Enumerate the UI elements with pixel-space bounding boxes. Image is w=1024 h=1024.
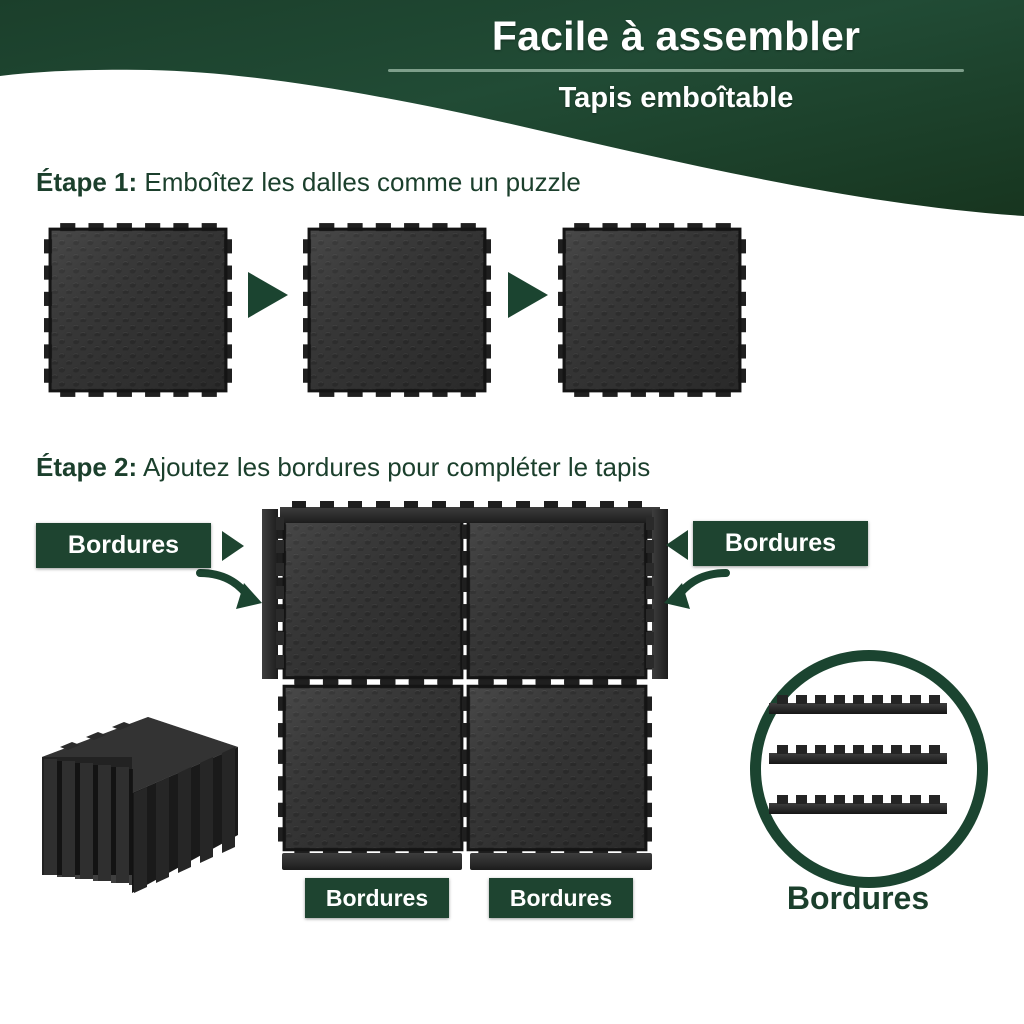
badge-bordures-right: Bordures xyxy=(693,521,868,566)
header-banner: Facile à assembler Tapis emboîtable xyxy=(0,0,1024,230)
badge-bordures-bottom-right: Bordures xyxy=(489,878,633,918)
tile-stack-3d xyxy=(42,717,238,893)
border-strip-detail-2 xyxy=(769,745,947,764)
mat-tile xyxy=(303,223,491,397)
border-strips-detail xyxy=(769,695,947,814)
page-subtitle: Tapis emboîtable xyxy=(558,81,794,114)
arrow-right-icon xyxy=(248,272,288,318)
badge-bordures-left: Bordures xyxy=(36,523,211,568)
header-text-block: Facile à assembler Tapis emboîtable xyxy=(366,13,986,115)
arrow-right-icon xyxy=(222,531,244,561)
curved-arrow-left-icon xyxy=(196,569,262,609)
page-title: Facile à assembler xyxy=(491,13,861,59)
step-1-heading: Étape 1: Emboîtez les dalles comme un pu… xyxy=(36,167,581,198)
curved-arrow-right-icon xyxy=(664,569,730,609)
mat-tile xyxy=(462,507,652,685)
border-strip-bottom-right xyxy=(470,853,652,870)
mat-tile xyxy=(278,507,468,685)
border-strip-bottom-left xyxy=(282,853,462,870)
title-divider xyxy=(388,68,964,72)
border-strip-left xyxy=(262,509,284,679)
mat-tile xyxy=(462,679,652,857)
border-detail-caption: Bordures xyxy=(786,880,930,916)
step-1-text: Emboîtez les dalles comme un puzzle xyxy=(137,167,581,197)
step-2-illustration xyxy=(42,501,730,893)
border-strip-right xyxy=(646,509,668,679)
badge-bordures-left-label: Bordures xyxy=(67,531,180,559)
border-detail-circle xyxy=(750,650,988,888)
assembled-mat-grid xyxy=(278,507,652,857)
step-2-heading: Étape 2: Ajoutez les bordures pour compl… xyxy=(36,452,650,483)
border-strip-detail-3 xyxy=(769,795,947,814)
step-1-label: Étape 1: xyxy=(36,167,138,197)
step-1-illustration xyxy=(44,223,746,397)
step-2-label: Étape 2: xyxy=(36,452,138,482)
badge-bordures-bottom-right-label: Bordures xyxy=(509,884,613,911)
mat-tile xyxy=(44,223,232,397)
arrow-left-icon xyxy=(666,530,688,560)
badge-bordures-bottom-left: Bordures xyxy=(305,878,449,918)
header-wave-shape xyxy=(0,0,1024,216)
border-strip-top xyxy=(280,501,660,523)
arrow-right-icon xyxy=(508,272,548,318)
step-2-text: Ajoutez les bordures pour compléter le t… xyxy=(137,452,651,482)
mat-tile xyxy=(558,223,746,397)
badge-bordures-bottom-left-label: Bordures xyxy=(325,884,429,911)
badge-bordures-right-label: Bordures xyxy=(724,529,837,557)
border-strip-detail-1 xyxy=(769,695,947,714)
mat-tile xyxy=(278,679,468,857)
